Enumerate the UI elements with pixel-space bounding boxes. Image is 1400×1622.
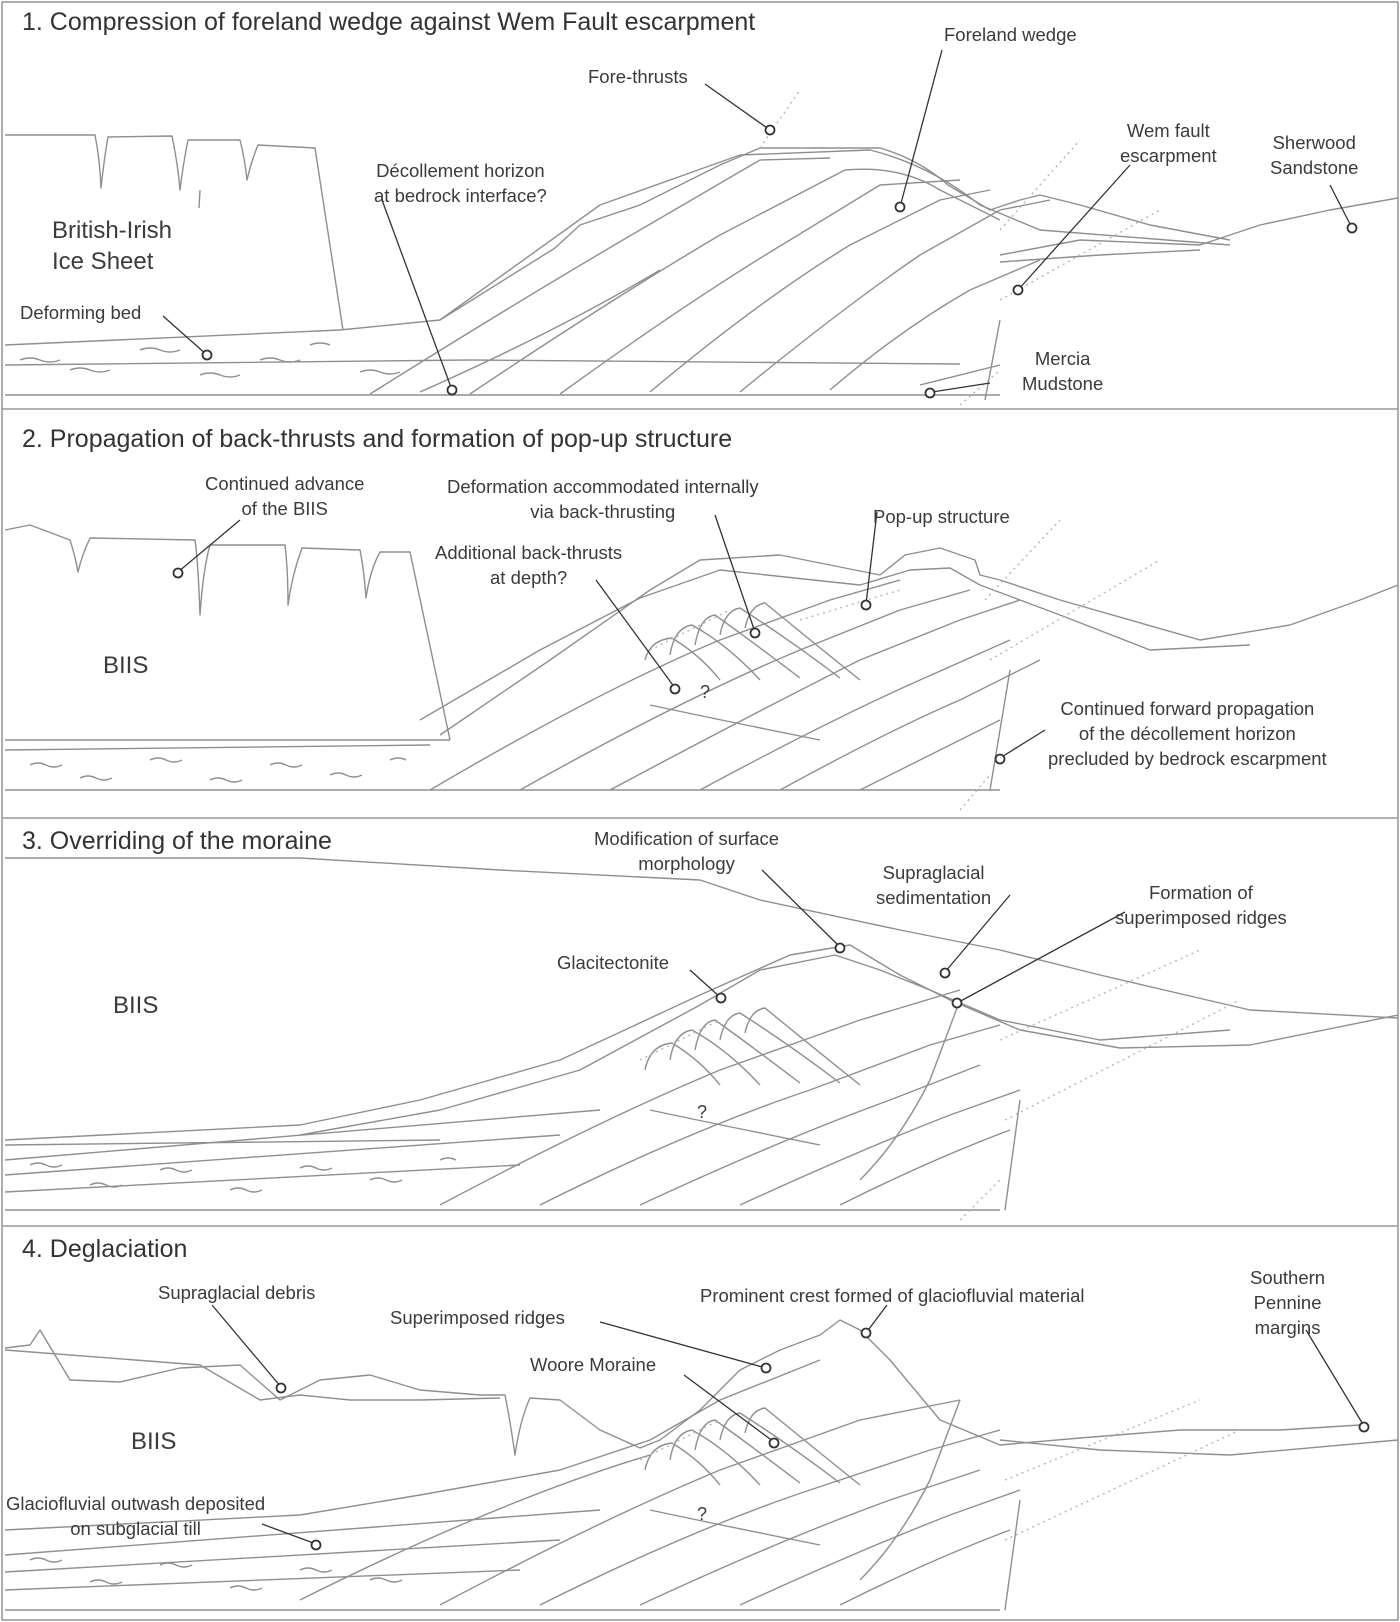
panel-3-leaders: [689, 869, 1126, 1004]
supraglacial-debris-label: Supraglacial debris: [158, 1282, 316, 1303]
surface-morphology-label: Modification of surface morphology: [594, 828, 780, 874]
panel-3-markers: [715, 942, 963, 1009]
panel-2-markers: [172, 567, 1006, 765]
forward-propagation-label: Continued forward propagation of the déc…: [1048, 698, 1327, 769]
decollement-label: Décollement horizon at bedrock interface…: [374, 160, 547, 206]
glaciofluvial-outwash-label: Glaciofluvial outwash deposited on subgl…: [6, 1493, 266, 1539]
panel-2-title: 2. Propagation of back-thrusts and forma…: [22, 425, 733, 453]
panel-1-title: 1. Compression of foreland wedge against…: [22, 8, 756, 36]
panel-1-drawing: [4, 134, 1399, 401]
panel-4-markers: [275, 1327, 1370, 1551]
biis-label-4: BIIS: [131, 1428, 177, 1455]
panel-3-title: 3. Overriding of the moraine: [22, 827, 332, 855]
panel-1-dotted: [759, 89, 1161, 406]
panel-4-leaders: [211, 1304, 1365, 1545]
question-mark-3: ?: [697, 1102, 708, 1122]
panel-4-title: 4. Deglaciation: [22, 1235, 188, 1263]
deforming-bed-label: Deforming bed: [20, 302, 142, 323]
continued-advance-label: Continued advance of the BIIS: [205, 473, 365, 519]
woore-moraine-label: Woore Moraine: [530, 1354, 657, 1375]
deformation-internal-label: Deformation accommodated internally via …: [447, 476, 759, 522]
biis-label-2: BIIS: [103, 652, 149, 679]
fore-thrusts-label: Fore-thrusts: [588, 66, 688, 87]
panel-2-dotted: [649, 519, 1161, 811]
additional-backthrusts-label: Additional back-thrusts at depth?: [435, 542, 623, 588]
biis-label-3: BIIS: [113, 992, 159, 1019]
panel-1-leaders: [162, 49, 1353, 393]
southern-pennine-label: Southern Pennine margins: [1250, 1267, 1326, 1338]
panel-2-leaders: [177, 511, 1046, 759]
panel-3-drawing: [4, 857, 1399, 1211]
superimposed-ridges-label: Superimposed ridges: [390, 1307, 565, 1328]
superimposed-formation-label: Formation of superimposed ridges: [1115, 882, 1287, 928]
prominent-crest-label: Prominent crest formed of glaciofluvial …: [700, 1285, 1085, 1306]
panel-4-drawing: [4, 1319, 1399, 1611]
question-mark-2: ?: [700, 682, 711, 702]
ice-sheet-label: British-Irish Ice Sheet: [52, 217, 173, 275]
panel-3-dotted: [639, 949, 1241, 1221]
supraglacial-sedimentation-label: Supraglacial sedimentation: [876, 862, 992, 908]
panel-1-markers: [201, 124, 1358, 399]
foreland-wedge-label: Foreland wedge: [944, 24, 1077, 45]
wem-fault-label: Wem fault escarpment: [1120, 120, 1217, 166]
panel-4-dotted: [639, 1399, 1241, 1541]
glacitectonite-label: Glacitectonite: [557, 952, 670, 973]
mercia-mudstone-label: Mercia Mudstone: [1022, 348, 1104, 394]
panel-2-drawing: [4, 524, 1399, 791]
question-mark-4: ?: [697, 1504, 708, 1524]
sherwood-sandstone-label: Sherwood Sandstone: [1270, 132, 1359, 178]
popup-structure-label: Pop-up structure: [873, 506, 1010, 527]
